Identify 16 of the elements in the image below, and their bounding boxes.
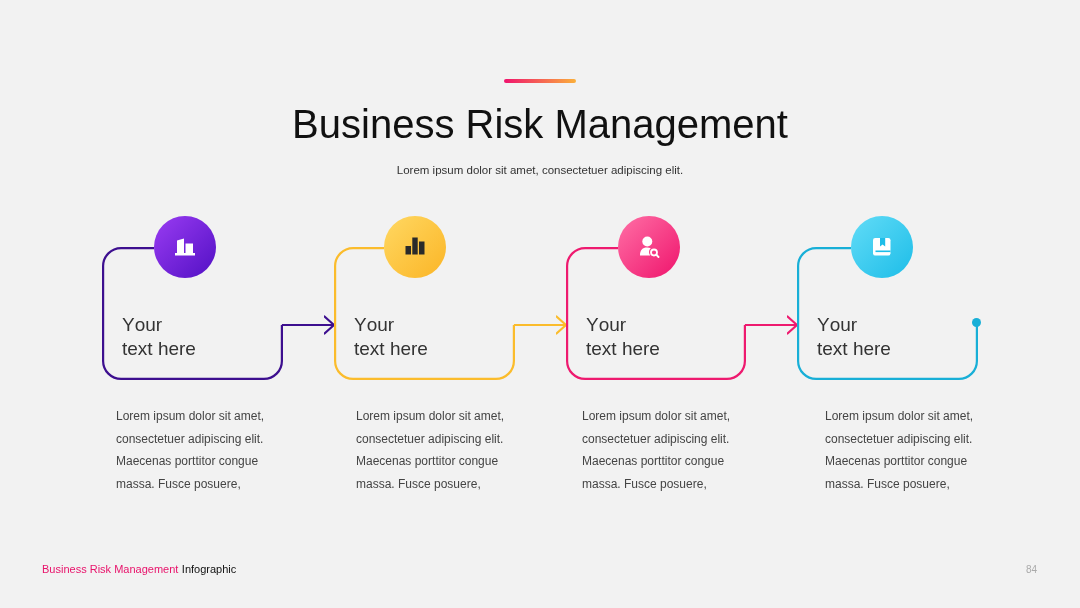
step-title: Your text here	[122, 313, 197, 361]
arrow	[513, 315, 568, 335]
page-number: 84	[1026, 563, 1038, 576]
arrow	[281, 315, 336, 335]
title: Business Risk Management	[292, 101, 788, 148]
subtitle: Lorem ipsum dolor sit amet, consectetuer adipiscing elit.	[396, 163, 684, 177]
step-description: Lorem ipsum dolor sit amet, consectetuer adipiscing elit. Maecenas porttitor congue massa. Fusce posuere,	[825, 408, 975, 493]
footer-text: Business Risk Management	[42, 562, 179, 576]
step-title: Your text here	[817, 313, 892, 361]
arrow	[744, 315, 799, 335]
footer-text: Infographic	[181, 562, 237, 576]
step-title: Your text here	[354, 313, 429, 361]
step-description: Lorem ipsum dolor sit amet, consectetuer adipiscing elit. Maecenas porttitor congue massa. Fusce posuere,	[356, 408, 506, 493]
step-description: Lorem ipsum dolor sit amet, consectetuer adipiscing elit. Maecenas porttitor congue massa. Fusce posuere,	[116, 408, 266, 493]
step-description: Lorem ipsum dolor sit amet, consectetuer adipiscing elit. Maecenas porttitor congue massa. Fusce posuere,	[582, 408, 732, 493]
step-title: Your text here	[586, 313, 661, 361]
